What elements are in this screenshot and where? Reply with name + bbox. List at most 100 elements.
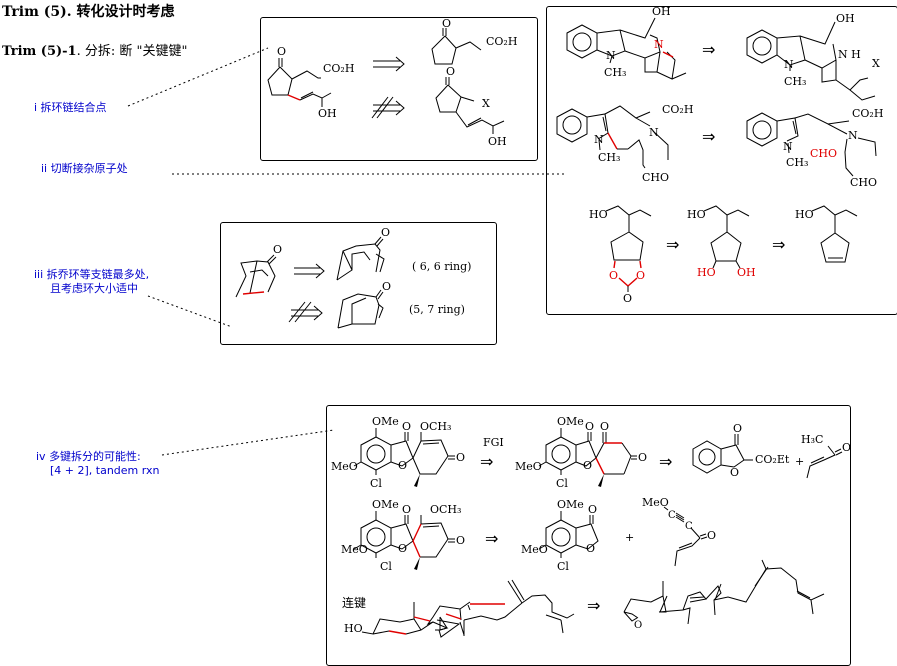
label-co2h: CO₂H: [486, 35, 517, 48]
retro-arrow-invalid: [288, 301, 323, 323]
box-multibond-disconnection: [326, 405, 851, 666]
label-meo: MeO: [515, 460, 542, 473]
atom-o: O: [382, 280, 391, 293]
label-oh: OH: [652, 5, 671, 18]
red-key-bond: [607, 132, 618, 150]
atom-o: O: [398, 542, 407, 555]
molecule-tryptophan-2: [746, 112, 877, 177]
ring-label-6-6: ( 6, 6 ring): [412, 260, 471, 273]
label-ch3: CH₃: [604, 66, 626, 79]
note-iv-line1: iv 多键拆分的可能性:: [36, 450, 141, 463]
atom-cl: Cl: [380, 560, 392, 573]
atom-c: C: [685, 521, 693, 532]
box4-structures: OMe O OCH₃ O O MeO Cl FGI ⇒: [331, 415, 851, 638]
ring-label-5-7: (5, 7 ring): [409, 303, 465, 316]
atom-o: O: [456, 534, 465, 547]
leader-lines: [127, 47, 566, 456]
molecule-steroid: [361, 579, 575, 638]
molecule-griseofulvin-2: [353, 511, 455, 558]
retro-arrow: ⇒: [480, 452, 493, 471]
atom-o: O: [456, 451, 465, 464]
section-title-text: . 分拆: 断 "关键键": [76, 44, 188, 59]
atom-o: O: [277, 45, 286, 58]
molecule-griseofulvin-1: [353, 428, 455, 475]
label-oh: OH: [836, 12, 855, 25]
label-ho: HO: [795, 208, 814, 221]
label-co2h: CO₂H: [662, 103, 693, 116]
retro-arrow: ⇒: [702, 40, 715, 59]
red-key-bonds: [595, 442, 622, 475]
note-iv-line2: [4 + 2], tandem rxn: [50, 464, 160, 477]
label-cho: CHO: [850, 176, 877, 189]
atom-o: O: [402, 420, 411, 433]
note-iv: iv 多键拆分的可能性: [4 + 2], tandem rxn: [36, 450, 159, 478]
label-ho-red: HO: [697, 266, 716, 279]
section-title: Trim (5)-1. 分拆: 断 "关键键": [2, 40, 187, 59]
molecule-squalene-oxide: [623, 559, 825, 625]
label-ch3: CH₃: [786, 156, 808, 169]
section-number: Trim (5)-1: [2, 44, 77, 59]
label-och3: OCH₃: [430, 503, 461, 516]
box-ring-chain-junction: [260, 17, 538, 161]
label-h3c: H₃C: [801, 433, 823, 446]
atom-o: O: [638, 451, 647, 464]
label-meo: MeO: [331, 460, 358, 473]
label-oh: OH: [488, 135, 507, 148]
retro-arrow-invalid: [371, 96, 405, 119]
retro-arrow: ⇒: [772, 235, 785, 254]
atom-o: O: [730, 466, 739, 479]
atom-o-red: O: [609, 269, 618, 282]
atom-n: N: [649, 126, 659, 139]
atom-n: N: [784, 58, 794, 71]
note-iii-line1: iii 拆乔环等支链最多处,: [34, 268, 150, 281]
label-co2et: CO₂Et: [755, 453, 790, 466]
page-title: Trim (5). 转化设计时考虑: [2, 4, 175, 20]
atom-n: N: [848, 129, 858, 142]
label-ome: OMe: [372, 415, 399, 428]
label-cho-red: CHO: [810, 147, 837, 160]
box3-structures: O O O ( 6, 6 ring) (5, 7 ring): [235, 226, 471, 329]
retro-arrow: ⇒: [666, 235, 679, 254]
retro-arrow: ⇒: [702, 127, 715, 146]
atom-o: O: [707, 529, 716, 542]
atom-o: O: [600, 420, 609, 433]
leader-iii: [147, 295, 233, 328]
label-ho: HO: [687, 208, 706, 221]
retro-arrow-valid: [294, 263, 325, 279]
label-cho: CHO: [642, 171, 669, 184]
atom-o: O: [634, 620, 642, 631]
atom-o: O: [623, 292, 632, 305]
label-nh: N H: [838, 48, 861, 61]
wedge-bond: [414, 557, 420, 570]
label-oh: OH: [318, 107, 337, 120]
molecule-diol: [703, 205, 750, 269]
atom-o: O: [588, 503, 597, 516]
label-meo: MeO: [341, 543, 368, 556]
note-ii: ii 切断接杂原子处: [41, 162, 128, 175]
molecule-5-7-ring: [337, 289, 384, 329]
molecule-carbonate: [605, 205, 652, 261]
label-och3: OCH₃: [420, 420, 451, 433]
retro-arrow: ⇒: [587, 596, 600, 615]
note-iii-line2: 且考虑环大小适中: [50, 282, 138, 295]
molecule-cyclopentene: [811, 205, 858, 263]
box2-structures: OH N N CH₃ ⇒ OH N H X N CH₃: [556, 5, 883, 305]
label-ome: OMe: [372, 498, 399, 511]
leader-i: [127, 47, 269, 107]
box1-structures: O CO₂H OH O CO₂H O X: [267, 17, 517, 148]
atom-o: O: [442, 17, 451, 30]
note-iii: iii 拆乔环等支链最多处, 且考虑环大小适中: [34, 268, 149, 296]
atom-cl: Cl: [370, 477, 382, 490]
plus-sign: +: [625, 531, 634, 544]
note-i: i 拆环链结合点: [34, 101, 107, 114]
atom-n: N: [594, 133, 604, 146]
red-key-bond: [242, 291, 265, 295]
atom-o: O: [402, 503, 411, 516]
atom-n: N: [783, 140, 793, 153]
molecule-alkaloid-2: [746, 21, 876, 101]
molecule-bridged-ketone: [235, 254, 277, 298]
leader-iv: [161, 429, 335, 456]
atom-o: O: [733, 422, 742, 435]
wedge-bond: [598, 474, 604, 487]
